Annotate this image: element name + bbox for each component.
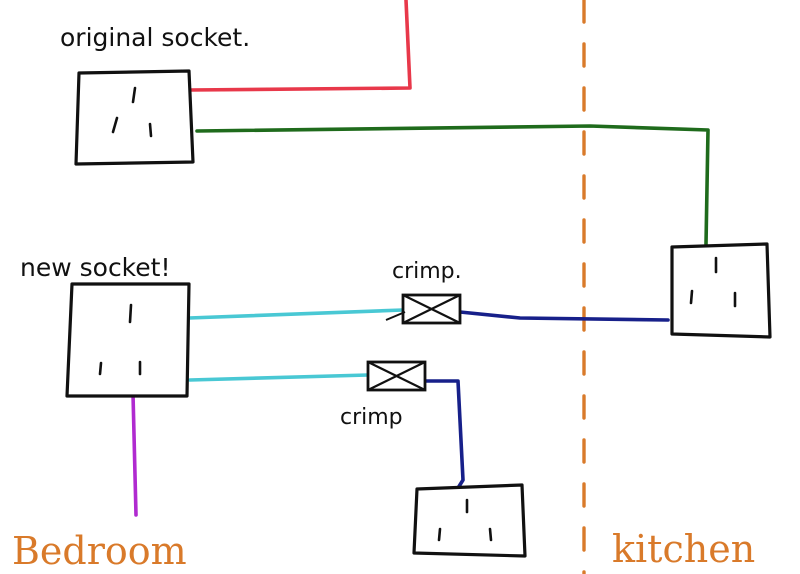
new-socket bbox=[65, 282, 191, 398]
label-original-socket: original socket. bbox=[60, 23, 250, 52]
crimp-connector-lower bbox=[366, 360, 427, 392]
kitchen-socket bbox=[670, 242, 772, 339]
navy-wire-lower bbox=[423, 379, 465, 490]
green-wire bbox=[195, 124, 710, 246]
label-kitchen: kitchen bbox=[612, 527, 755, 571]
original-socket bbox=[74, 69, 195, 166]
label-crimp-upper: crimp. bbox=[392, 259, 462, 284]
crimp-connector-upper bbox=[385, 293, 462, 325]
cyan-wire-lower bbox=[188, 373, 370, 382]
label-bedroom: Bedroom bbox=[12, 529, 187, 573]
navy-wire-upper bbox=[458, 310, 670, 322]
magenta-wire bbox=[131, 392, 138, 517]
label-crimp-lower: crimp bbox=[340, 405, 403, 430]
bottom-socket bbox=[412, 483, 527, 558]
cyan-wire-upper bbox=[187, 308, 405, 320]
label-new-socket: new socket! bbox=[20, 253, 170, 282]
red-wire bbox=[188, 0, 412, 92]
